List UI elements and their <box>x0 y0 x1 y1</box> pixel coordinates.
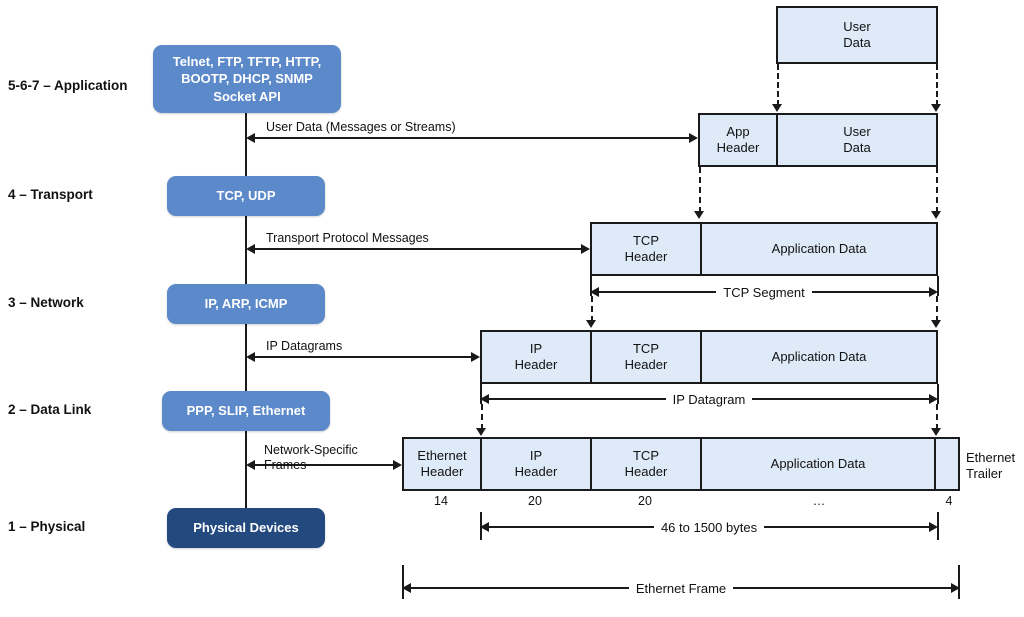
packet-row-user-data[interactable]: User Data <box>776 6 938 64</box>
arrowhead-right-icon <box>471 352 480 362</box>
encapsulation-connector-left <box>481 404 483 430</box>
encapsulation-connector-left <box>591 296 593 322</box>
arrow-shaft <box>255 248 581 250</box>
arrowhead-left-icon <box>480 522 489 532</box>
packet-cell-application-data: Application Data <box>771 349 867 365</box>
layer-label-data-link: 2 – Data Link <box>8 402 92 417</box>
layer-label-application: 5-6-7 – Application <box>8 78 128 93</box>
protocol-box-transport[interactable]: TCP, UDP <box>167 176 325 216</box>
packet-row-tcp-segment[interactable]: TCP Header Application Data <box>590 222 938 276</box>
arrowhead-right-icon <box>929 287 939 297</box>
encapsulation-connector-right-arrowhead-icon <box>931 320 941 328</box>
span-shaft <box>764 526 930 528</box>
span-shaft <box>811 291 930 293</box>
arrowhead-right-icon <box>689 133 698 143</box>
encapsulation-connector-left-arrowhead-icon <box>694 211 704 219</box>
encapsulation-connector-right-arrowhead-icon <box>931 104 941 112</box>
span-tcp-segment: TCP Segment <box>590 285 939 299</box>
encapsulation-connector-left <box>699 167 701 213</box>
protocol-box-network[interactable]: IP, ARP, ICMP <box>167 284 325 324</box>
layer-label-transport: 4 – Transport <box>8 187 93 202</box>
flow-label-user-data: User Data (Messages or Streams) <box>266 120 456 134</box>
encapsulation-connector-right-arrowhead-icon <box>931 211 941 219</box>
span-shaft <box>489 398 666 400</box>
arrowhead-right-icon <box>929 522 939 532</box>
flow-arrow-network-frames <box>246 459 402 471</box>
ethernet-frame-span-tick-left <box>402 565 404 599</box>
packet-cell-tcp-header: TCP Header <box>592 439 702 489</box>
byte-count-ethernet-trailer: 4 <box>945 494 953 508</box>
byte-count-ip-header: 20 <box>528 494 542 508</box>
encapsulation-connector-right-arrowhead-icon <box>931 428 941 436</box>
encapsulation-connector-left <box>777 64 779 106</box>
arrow-shaft <box>255 137 689 139</box>
encapsulation-connector-left-arrowhead-icon <box>586 320 596 328</box>
byte-count-tcp-header: 20 <box>638 494 652 508</box>
packet-cell-app-header: App Header <box>700 115 778 165</box>
span-label-payload-size: 46 to 1500 bytes <box>653 520 765 534</box>
packet-cell-ethernet-header: Ethernet Header <box>404 439 482 489</box>
span-ip-datagram: IP Datagram <box>480 392 938 406</box>
encapsulation-connector-left-arrowhead-icon <box>772 104 782 112</box>
packet-row-app-header[interactable]: App Header User Data <box>698 113 938 167</box>
arrowhead-left-icon <box>246 352 255 362</box>
arrowhead-right-icon <box>929 394 938 404</box>
span-payload-size: 46 to 1500 bytes <box>480 520 939 534</box>
arrowhead-left-icon <box>246 244 255 254</box>
protocol-box-physical[interactable]: Physical Devices <box>167 508 325 548</box>
packet-row-ethernet-frame[interactable]: Ethernet Header IP Header TCP Header App… <box>402 437 960 491</box>
packet-cell-tcp-header: TCP Header <box>592 332 702 382</box>
span-label-ethernet-frame: Ethernet Frame <box>628 581 734 595</box>
packet-cell-ethernet-trailer <box>936 439 958 489</box>
encapsulation-connector-left-arrowhead-icon <box>476 428 486 436</box>
span-shaft <box>411 587 629 589</box>
arrowhead-left-icon <box>590 287 599 297</box>
span-label-tcp-segment: TCP Segment <box>716 285 812 299</box>
arrowhead-right-icon <box>951 583 961 593</box>
arrowhead-right-icon <box>393 460 402 470</box>
arrowhead-left-icon <box>402 583 411 593</box>
encapsulation-connector-right <box>936 167 938 213</box>
protocol-box-application[interactable]: Telnet, FTP, TFTP, HTTP, BOOTP, DHCP, SN… <box>153 45 341 113</box>
flow-label-ip-datagrams: IP Datagrams <box>266 339 343 353</box>
flow-label-transport-messages: Transport Protocol Messages <box>266 231 429 245</box>
span-shaft <box>599 291 717 293</box>
packet-cell-ip-header: IP Header <box>482 332 592 382</box>
span-shaft <box>489 526 654 528</box>
arrowhead-right-icon <box>581 244 590 254</box>
tcp-segment-span-tick-right <box>937 276 939 296</box>
arrow-shaft <box>255 464 393 466</box>
flow-arrow-transport-messages <box>246 243 590 255</box>
packet-cell-application-data: Application Data <box>771 241 867 257</box>
label-ethernet-trailer: Ethernet Trailer <box>966 450 1016 481</box>
span-label-ip-datagram: IP Datagram <box>665 392 753 406</box>
packet-cell-user-data: User Data <box>843 124 871 155</box>
packet-cell-user-data: User Data <box>843 19 871 50</box>
span-shaft <box>733 587 952 589</box>
protocol-box-data-link[interactable]: PPP, SLIP, Ethernet <box>162 391 330 431</box>
layer-label-physical: 1 – Physical <box>8 519 86 534</box>
ethernet-frame-span-tick-right <box>958 565 960 599</box>
arrowhead-left-icon <box>480 394 489 404</box>
arrowhead-left-icon <box>246 460 255 470</box>
packet-cell-application-data: Application Data <box>702 439 936 489</box>
packet-cell-ip-header: IP Header <box>482 439 592 489</box>
encapsulation-connector-right <box>936 296 938 322</box>
flow-arrow-user-data <box>246 132 698 144</box>
arrow-shaft <box>255 356 471 358</box>
flow-label-network-frames: Network-Specific Frames <box>264 443 358 473</box>
span-shaft <box>752 398 929 400</box>
byte-count-ethernet-header: 14 <box>434 494 448 508</box>
span-ethernet-frame: Ethernet Frame <box>402 581 961 595</box>
flow-arrow-ip-datagrams <box>246 351 480 363</box>
packet-cell-tcp-header: TCP Header <box>592 224 702 274</box>
layer-label-network: 3 – Network <box>8 295 84 310</box>
encapsulation-connector-right <box>936 404 938 430</box>
tcp-segment-span-tick-left <box>590 276 592 296</box>
encapsulation-connector-right <box>936 64 938 106</box>
byte-count-application-data: … <box>812 494 826 508</box>
arrowhead-left-icon <box>246 133 255 143</box>
packet-row-ip-datagram[interactable]: IP Header TCP Header Application Data <box>480 330 938 384</box>
